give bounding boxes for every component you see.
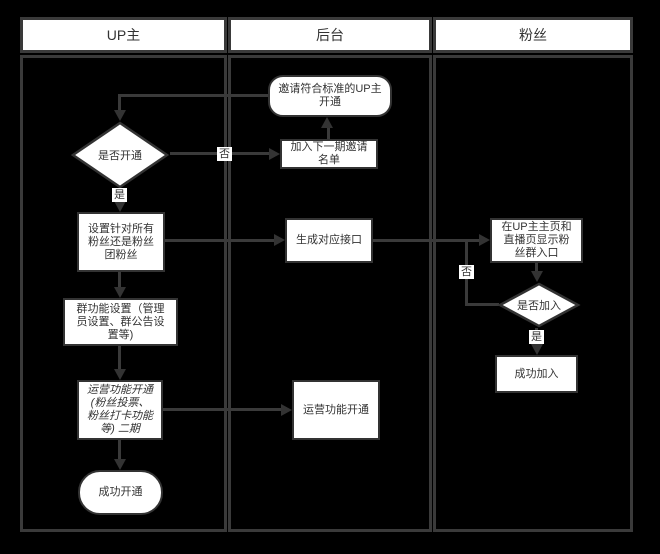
lane-title: 粉丝 bbox=[519, 27, 547, 43]
node-text: 是否加入 bbox=[517, 300, 561, 312]
node-invite-qualified-up: 邀请符合标准的UP主 开通 bbox=[268, 75, 392, 117]
node-generate-api: 生成对应接口 bbox=[285, 218, 373, 263]
node-success-open: 成功开通 bbox=[78, 470, 163, 515]
edge-invite-to-decision-line bbox=[118, 94, 121, 112]
diamond-shape bbox=[497, 282, 581, 328]
node-text: 在UP主主页和 直播页显示粉 丝群入口 bbox=[501, 221, 572, 259]
lane-body-up-master bbox=[20, 55, 227, 532]
edge-join-no-line bbox=[467, 303, 499, 306]
arrowhead-up-icon bbox=[321, 117, 333, 128]
arrowhead-down-icon bbox=[114, 110, 126, 121]
lane-header-backend: 后台 bbox=[228, 17, 432, 53]
node-success-join: 成功加入 bbox=[495, 355, 578, 393]
lane-body-fans bbox=[433, 55, 633, 532]
lane-body-backend bbox=[228, 55, 432, 532]
node-text: 邀请符合标准的UP主 开通 bbox=[278, 83, 382, 108]
edge-showentry-to-decision-line bbox=[535, 263, 538, 272]
node-decision-whether-open: 是否开通 bbox=[70, 121, 170, 189]
arrowhead-right-icon bbox=[274, 234, 285, 246]
edge-invite-to-decision-line bbox=[120, 94, 268, 97]
node-text: 运营功能开通 (粉丝投票、 粉丝打卡功能 等) 二期 bbox=[87, 384, 153, 435]
node-show-fan-group-entry: 在UP主主页和 直播页显示粉 丝群入口 bbox=[490, 218, 583, 263]
edge-label-yes: 是 bbox=[112, 188, 127, 202]
edge-nextbatch-to-invite-line bbox=[327, 127, 330, 141]
lane-title: 后台 bbox=[316, 27, 344, 43]
node-next-invitation-list: 加入下一期邀请 名单 bbox=[280, 139, 378, 169]
arrowhead-down-icon bbox=[114, 459, 126, 470]
node-text: 设置针对所有 粉丝还是粉丝 团粉丝 bbox=[88, 222, 154, 261]
arrowhead-right-icon bbox=[269, 148, 280, 160]
node-text: 成功开通 bbox=[98, 486, 143, 498]
edge-label-yes: 是 bbox=[529, 330, 544, 344]
arrowhead-down-icon bbox=[114, 369, 126, 380]
lane-title: UP主 bbox=[106, 27, 141, 43]
arrowhead-down-icon bbox=[531, 271, 543, 282]
edge-genapi-to-showentry-line bbox=[373, 239, 479, 242]
edge-label-no: 否 bbox=[459, 265, 474, 279]
edge-setscope-to-genapi-line bbox=[165, 239, 274, 242]
lane-header-fans: 粉丝 bbox=[433, 17, 633, 53]
arrowhead-right-icon bbox=[281, 404, 292, 416]
node-text: 成功加入 bbox=[514, 367, 559, 380]
node-text: 是否开通 bbox=[98, 150, 142, 162]
edge-label-no: 否 bbox=[217, 147, 232, 161]
lane-header-up-master: UP主 bbox=[20, 17, 227, 53]
node-text: 加入下一期邀请 名单 bbox=[290, 141, 368, 166]
node-text: 群功能设置（管理 员设置、群公告设 置等) bbox=[76, 302, 165, 341]
edge-groupsettings-to-ops-line bbox=[118, 346, 121, 371]
node-text: 运营功能开通 bbox=[303, 403, 369, 416]
node-decision-whether-join: 是否加入 bbox=[497, 282, 581, 328]
node-operation-functions-phase2: 运营功能开通 (粉丝投票、 粉丝打卡功能 等) 二期 bbox=[77, 380, 163, 440]
arrowhead-down-icon bbox=[531, 344, 543, 355]
edge-setscope-to-groupsettings-line bbox=[118, 272, 121, 289]
node-operation-functions-backend: 运营功能开通 bbox=[292, 380, 380, 440]
node-set-fan-scope: 设置针对所有 粉丝还是粉丝 团粉丝 bbox=[77, 212, 165, 272]
diamond-shape bbox=[70, 121, 170, 189]
node-text: 生成对应接口 bbox=[296, 234, 362, 246]
node-group-function-settings: 群功能设置（管理 员设置、群公告设 置等) bbox=[63, 298, 178, 346]
edge-ops-to-success-line bbox=[118, 440, 121, 461]
arrowhead-down-icon bbox=[114, 287, 126, 298]
arrowhead-down-icon bbox=[114, 201, 126, 212]
arrowhead-right-icon bbox=[479, 234, 490, 246]
edge-ops-to-backend-line bbox=[163, 408, 281, 411]
